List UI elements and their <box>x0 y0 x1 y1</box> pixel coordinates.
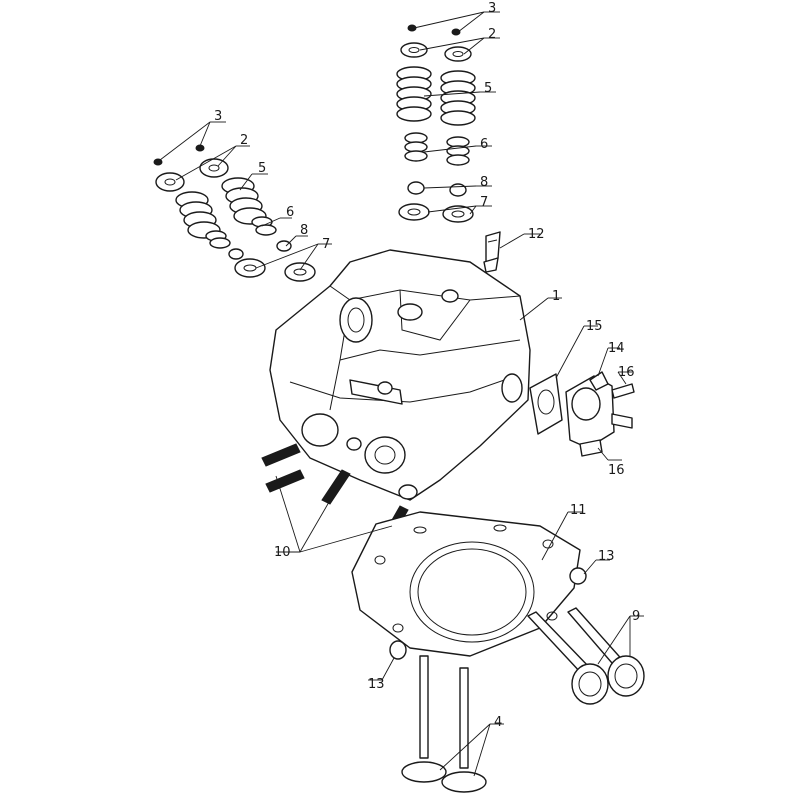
cylinder-head <box>269 249 531 501</box>
thermostat-housing <box>565 371 633 449</box>
valve-stem-seal <box>228 248 244 260</box>
callout-3-left: 3 <box>214 109 222 124</box>
valve-spring <box>396 66 432 122</box>
callout-5-right: 5 <box>484 81 492 96</box>
spring-seat <box>234 258 266 278</box>
valve-spring <box>175 191 221 239</box>
callout-13-right: 13 <box>598 549 615 564</box>
temperature-sensor <box>483 231 501 273</box>
callout-14: 14 <box>608 341 625 356</box>
valve-collet <box>153 158 163 166</box>
callout-6-left: 6 <box>286 205 294 220</box>
callout-2-left: 2 <box>240 133 248 148</box>
thermostat-gasket <box>529 373 563 435</box>
valve-collet <box>451 28 461 36</box>
callout-5-left: 5 <box>258 161 266 176</box>
callout-8-left: 8 <box>300 223 308 238</box>
inner-spring <box>404 132 470 166</box>
spring-retainer <box>444 46 472 62</box>
valve-stem-seal <box>407 181 425 195</box>
callout-9: 9 <box>632 609 640 624</box>
callout-13-left: 13 <box>368 677 385 692</box>
callout-10: 10 <box>274 545 291 560</box>
callout-8-right: 8 <box>480 175 488 190</box>
spring-seat <box>398 203 430 221</box>
dowel-pin <box>389 640 407 660</box>
callout-12: 12 <box>528 227 545 242</box>
spring-retainer <box>155 172 185 192</box>
leader-lines <box>159 11 644 777</box>
callout-16-lower: 16 <box>608 463 625 478</box>
dowel-pin <box>569 567 587 585</box>
intake-valves <box>401 655 487 793</box>
valve-stem-seal <box>276 240 292 252</box>
callout-3-right: 3 <box>488 1 496 16</box>
valve-spring <box>440 70 476 126</box>
callout-11: 11 <box>570 503 587 518</box>
callout-16-upper: 16 <box>618 365 635 380</box>
callout-labels: 3 2 5 6 8 7 3 2 5 6 8 7 12 1 15 14 16 16… <box>214 1 640 730</box>
spring-seat <box>442 205 474 223</box>
callout-1: 1 <box>552 289 560 304</box>
callout-6-right: 6 <box>480 137 488 152</box>
callout-4: 4 <box>494 715 502 730</box>
callout-2-right: 2 <box>488 27 496 42</box>
housing-bolts <box>579 383 635 457</box>
spring-seat <box>284 262 316 282</box>
callout-7-right: 7 <box>480 195 488 210</box>
valve-stem-seal <box>449 183 467 197</box>
callout-15: 15 <box>586 319 603 334</box>
valve-spring-assembly-left <box>153 144 316 282</box>
spring-retainer <box>400 42 428 58</box>
valve-spring-assembly-right <box>396 24 476 223</box>
exhaust-valves <box>527 607 645 705</box>
spring-retainer <box>199 158 229 178</box>
callout-7-left: 7 <box>322 237 330 252</box>
